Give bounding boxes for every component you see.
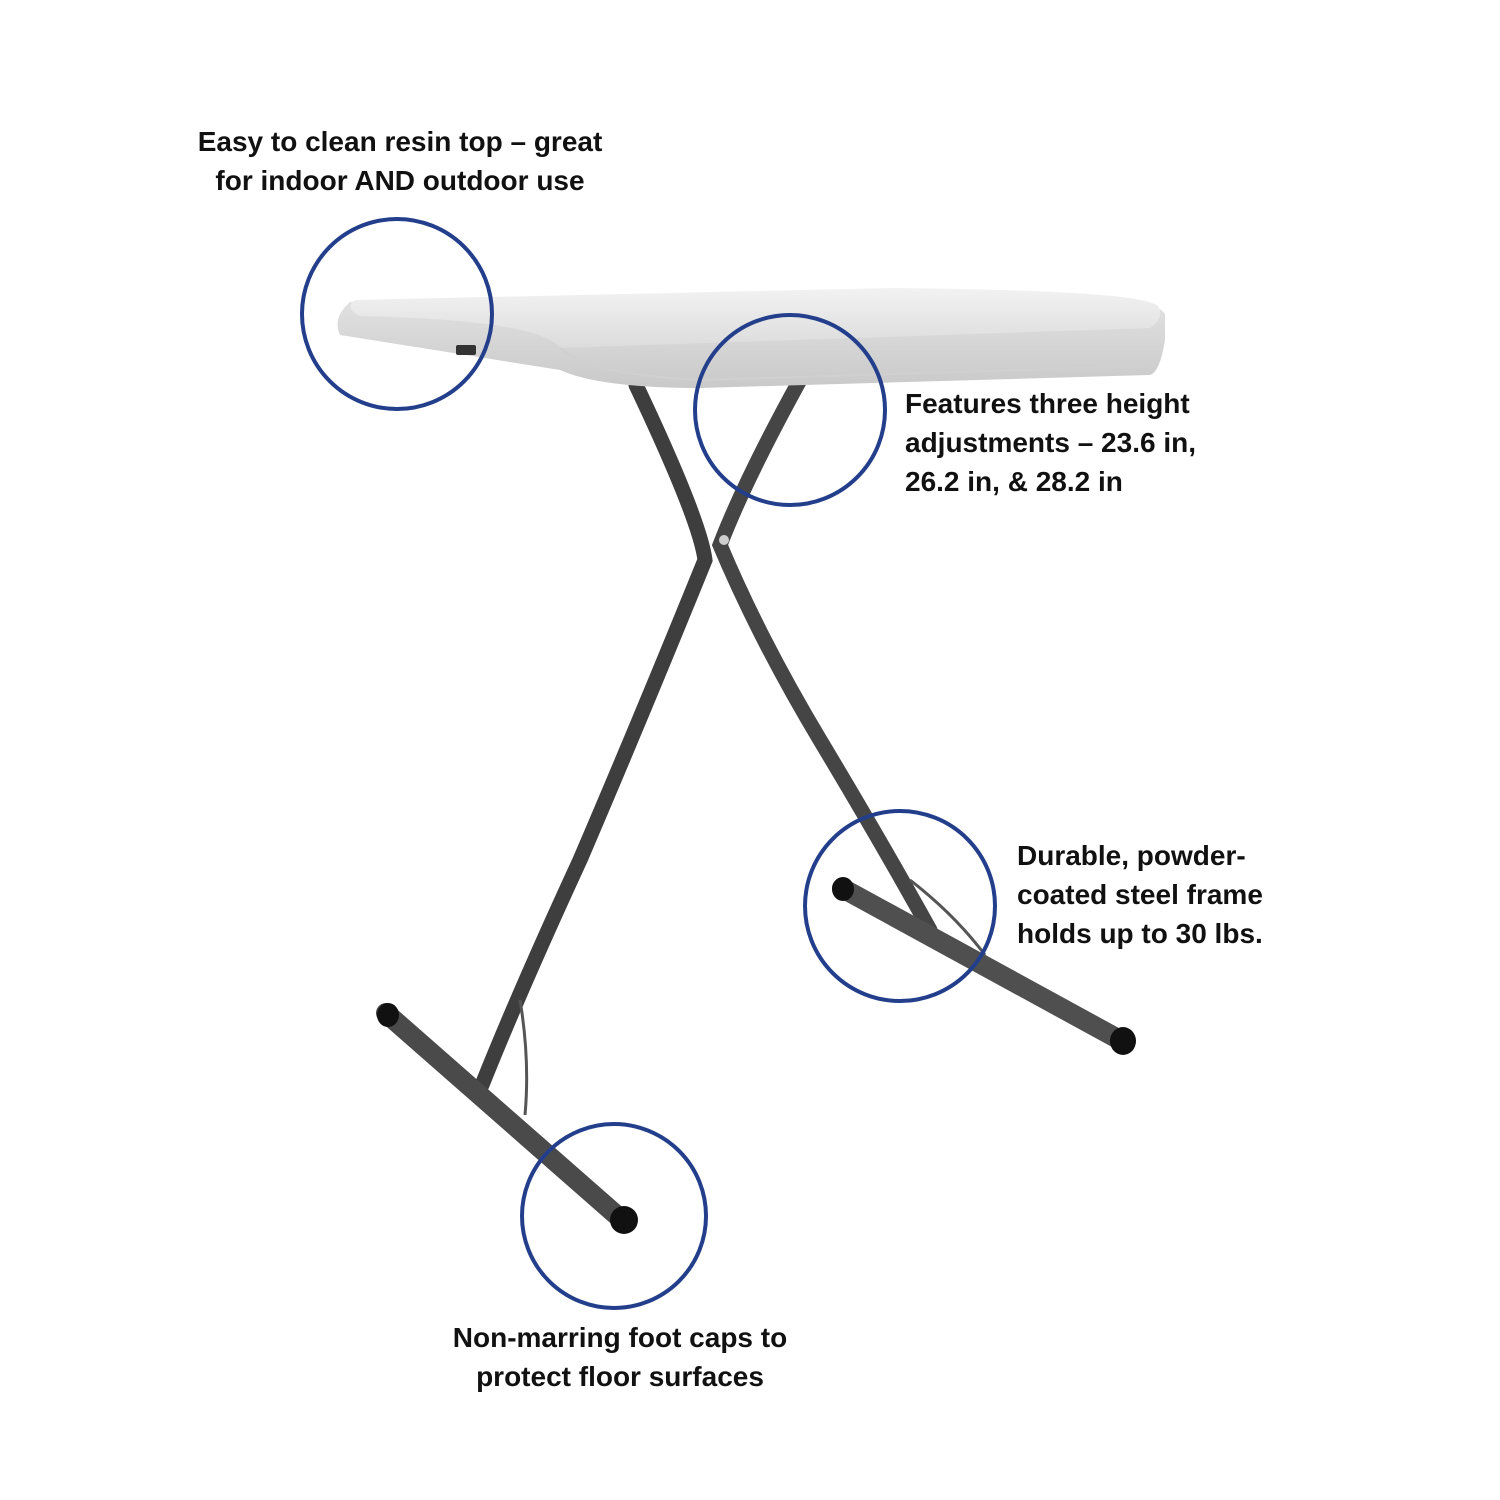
callout-steel-frame-text: Durable, powder- coated steel frame hold… [1017, 840, 1263, 949]
callout-resin-top-text: Easy to clean resin top – great for indo… [197, 126, 603, 196]
callout-foot-caps-text: Non-marring foot caps to protect floor s… [452, 1322, 788, 1392]
pivot-bolt [719, 535, 729, 545]
callout-circle-steel-frame [803, 809, 997, 1003]
steel-frame [376, 372, 1136, 1234]
callout-circle-resin-top [300, 217, 494, 411]
foot-caps [377, 877, 1136, 1234]
resin-tabletop [337, 288, 1165, 388]
callout-height-adjustments-text: Features three height adjustments – 23.6… [905, 388, 1196, 497]
callout-circle-height-adjustment [693, 313, 887, 507]
callout-circle-foot-caps [520, 1122, 708, 1310]
